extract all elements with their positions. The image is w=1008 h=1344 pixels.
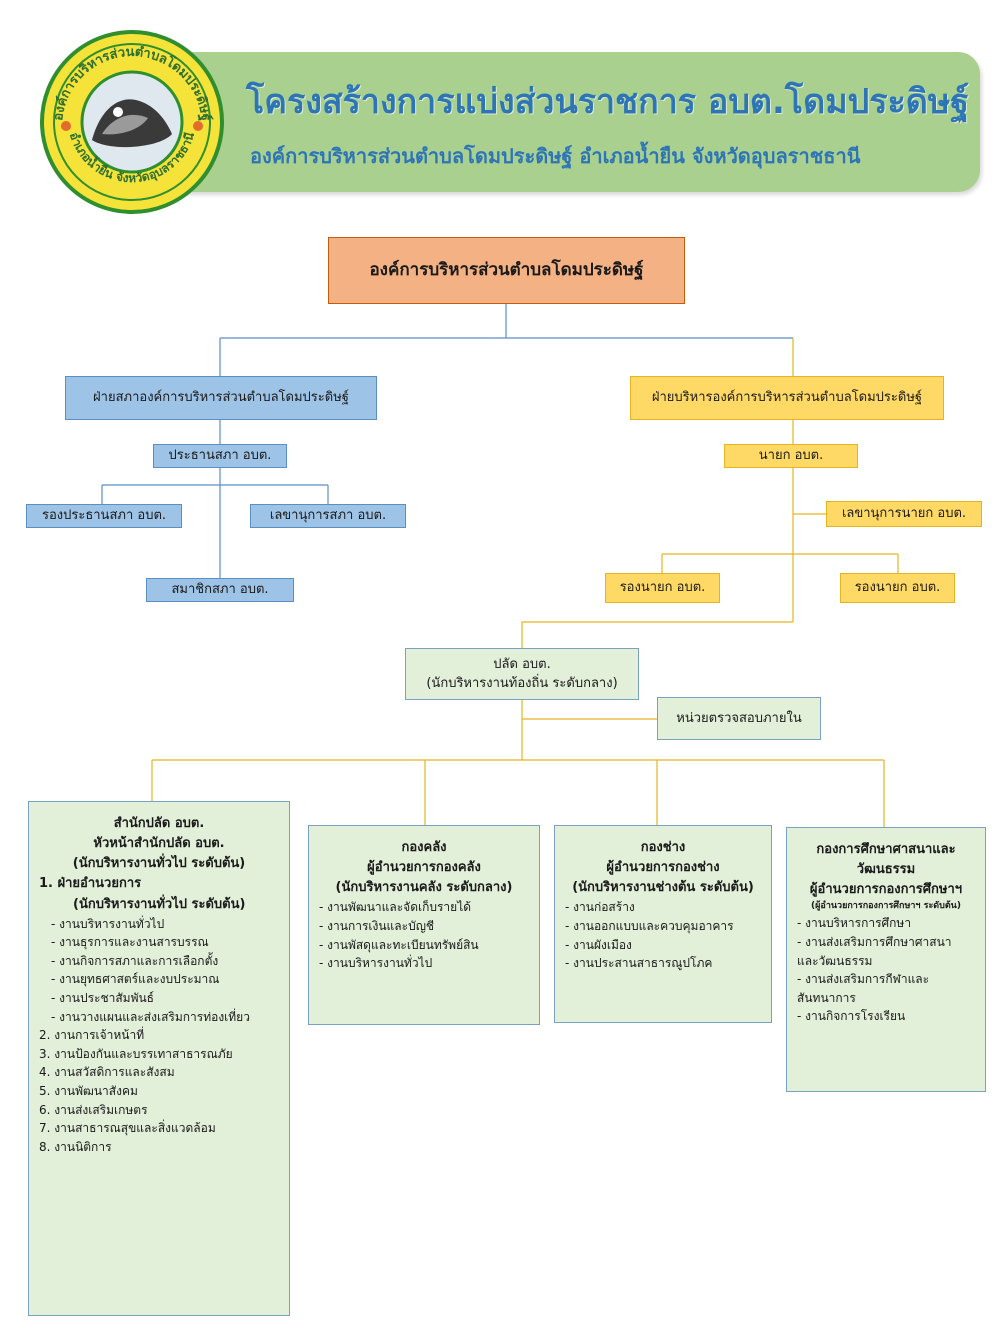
header-banner [150, 52, 980, 192]
council-secretary-box: เลขานุการสภา อบต. [250, 504, 406, 528]
list-item: - งานส่งเสริมการกีฬาและ [797, 972, 930, 987]
mayor-box: นายก อบต. [724, 444, 858, 468]
division-education-column: กองการศึกษาศาสนาและ วัฒนธรรม ผู้อำนวยการ… [786, 827, 986, 1092]
list-item: - งานกิจการสภาและการเลือกตั้ง [51, 953, 219, 968]
list-item: 2. งานการเจ้าหน้าที่ [39, 1028, 145, 1043]
education-title-line1: กองการศึกษาศาสนาและ [816, 842, 956, 857]
finance-title: กองคลัง [401, 840, 447, 855]
engineering-title: กองช่าง [640, 840, 686, 855]
list-item: - งานวางแผนและส่งเสริมการท่องเที่ยว [51, 1009, 250, 1024]
seal-logo: องค์การบริหารส่วนตำบลโดมประดิษฐ์ อำเภอน้… [40, 30, 224, 214]
list-item: - งานบริหารการศึกษา [797, 916, 912, 931]
internal-audit-label: หน่วยตรวจสอบภายใน [676, 710, 802, 726]
list-item: - งานการเงินและบัญชี [319, 919, 435, 934]
executive-branch-label: ฝ่ายบริหารองค์การบริหารส่วนตำบลโดมประดิษ… [651, 390, 923, 406]
engineering-head-level: (นักบริหารงานช่างต้น ระดับต้น) [572, 880, 754, 896]
chief-administrator-box: ปลัด อบต. (นักบริหารงานท้องถิ่น ระดับกลา… [405, 648, 639, 700]
deputy-mayor-right-label: รองนายก อบต. [854, 580, 941, 596]
list-item: และวัฒนธรรม [797, 953, 873, 968]
council-vice-chair-label: รองประธานสภา อบต. [41, 508, 167, 524]
deputy-mayor-right-box: รองนายก อบต. [840, 573, 955, 603]
list-item: 6. งานส่งเสริมเกษตร [39, 1102, 148, 1117]
office-head: หัวหน้าสำนักปลัด อบต. [93, 836, 225, 852]
mayor-secretary-box: เลขานุการนายก อบต. [826, 501, 982, 527]
list-item: - งานส่งเสริมการศึกษาศาสนา [797, 934, 952, 949]
division-engineering-column: กองช่าง ผู้อำนวยการกองช่าง (นักบริหารงาน… [554, 825, 772, 1023]
deputy-mayor-left-label: รองนายก อบต. [619, 580, 706, 596]
list-item: - งานออกแบบและควบคุมอาคาร [565, 919, 734, 934]
council-vice-chair-box: รองประธานสภา อบต. [26, 504, 182, 528]
council-chair-label: ประธานสภา อบต. [168, 448, 272, 464]
education-title-line2: วัฒนธรรม [856, 862, 916, 878]
list-item: - งานกิจการโรงเรียน [797, 1009, 906, 1024]
division-finance-column: กองคลัง ผู้อำนวยการกองคลัง (นักบริหารงาน… [308, 825, 540, 1025]
list-item: - งานประชาสัมพันธ์ [51, 991, 155, 1006]
list-item: - งานประสานสาธารณูปโภค [565, 956, 713, 971]
council-members-label: สมาชิกสภา อบต. [171, 582, 269, 598]
list-item: - งานพัฒนาและจัดเก็บรายได้ [319, 900, 472, 915]
office-head-level: (นักบริหารงานทั่วไป ระดับต้น) [72, 856, 246, 872]
office-title: สำนักปลัด อบต. [113, 816, 205, 831]
list-item: 7. งานสาธารณสุขและสิ่งแวดล้อม [39, 1121, 216, 1136]
list-item: 8. งานนิติการ [39, 1139, 112, 1154]
mayor-secretary-label: เลขานุการนายก อบต. [841, 506, 967, 522]
internal-audit-box: หน่วยตรวจสอบภายใน [657, 697, 821, 740]
finance-head-level: (นักบริหารงานคลัง ระดับกลาง) [335, 880, 513, 896]
page-subtitle: องค์การบริหารส่วนตำบลโดมประดิษฐ์ อำเภอน้… [250, 144, 861, 168]
list-item: สันทนาการ [797, 990, 856, 1005]
office-section1-level: (นักบริหารงานทั่วไป ระดับต้น) [73, 896, 246, 912]
council-branch-box: ฝ่ายสภาองค์การบริหารส่วนตำบลโดมประดิษฐ์ [65, 376, 377, 420]
list-item: - งานก่อสร้าง [565, 900, 635, 915]
chief-administrator-title: ปลัด อบต. [493, 656, 551, 672]
list-item: - งานพัสดุและทะเบียนทรัพย์สิน [319, 937, 479, 952]
education-head: ผู้อำนวยการกองการศึกษาฯ [809, 882, 963, 898]
chief-administrator-level: (นักบริหารงานท้องถิ่น ระดับกลาง) [426, 676, 618, 691]
page-title: โครงสร้างการแบ่งส่วนราชการ อบต.โดมประดิษ… [246, 82, 970, 122]
list-item: 5. งานพัฒนาสังคม [39, 1084, 138, 1099]
deputy-mayor-left-box: รองนายก อบต. [605, 573, 720, 603]
top-organization-box: องค์การบริหารส่วนตำบลโดมประดิษฐ์ [328, 237, 685, 304]
list-item: - งานยุทธศาสตร์และงบประมาณ [51, 972, 220, 987]
council-chair-box: ประธานสภา อบต. [153, 444, 287, 468]
finance-head: ผู้อำนวยการกองคลัง [367, 860, 481, 876]
list-item: 4. งานสวัสดิการและสังสม [39, 1065, 175, 1080]
list-item: - งานบริหารงานทั่วไป [51, 916, 165, 931]
list-item: - งานผังเมือง [565, 937, 632, 952]
top-organization-label: องค์การบริหารส่วนตำบลโดมประดิษฐ์ [369, 259, 644, 280]
office-section1: 1. ฝ่ายอำนวยการ [39, 876, 142, 892]
mayor-label: นายก อบต. [758, 448, 824, 464]
engineering-head: ผู้อำนวยการกองช่าง [606, 860, 720, 876]
education-head-level: (ผู้อำนวยการกองการศึกษาฯ ระดับต้น) [811, 901, 961, 912]
council-secretary-label: เลขานุการสภา อบต. [269, 508, 387, 524]
council-members-box: สมาชิกสภา อบต. [146, 578, 294, 602]
executive-branch-box: ฝ่ายบริหารองค์การบริหารส่วนตำบลโดมประดิษ… [630, 376, 944, 420]
council-branch-label: ฝ่ายสภาองค์การบริหารส่วนตำบลโดมประดิษฐ์ [93, 390, 349, 406]
list-item: - งานบริหารงานทั่วไป [319, 956, 433, 971]
list-item: - งานธุรการและงานสารบรรณ [51, 935, 209, 950]
division-office-column: สำนักปลัด อบต. หัวหน้าสำนักปลัด อบต. (นั… [28, 801, 290, 1316]
list-item: 3. งานป้องกันและบรรเทาสาธารณภัย [39, 1046, 233, 1061]
